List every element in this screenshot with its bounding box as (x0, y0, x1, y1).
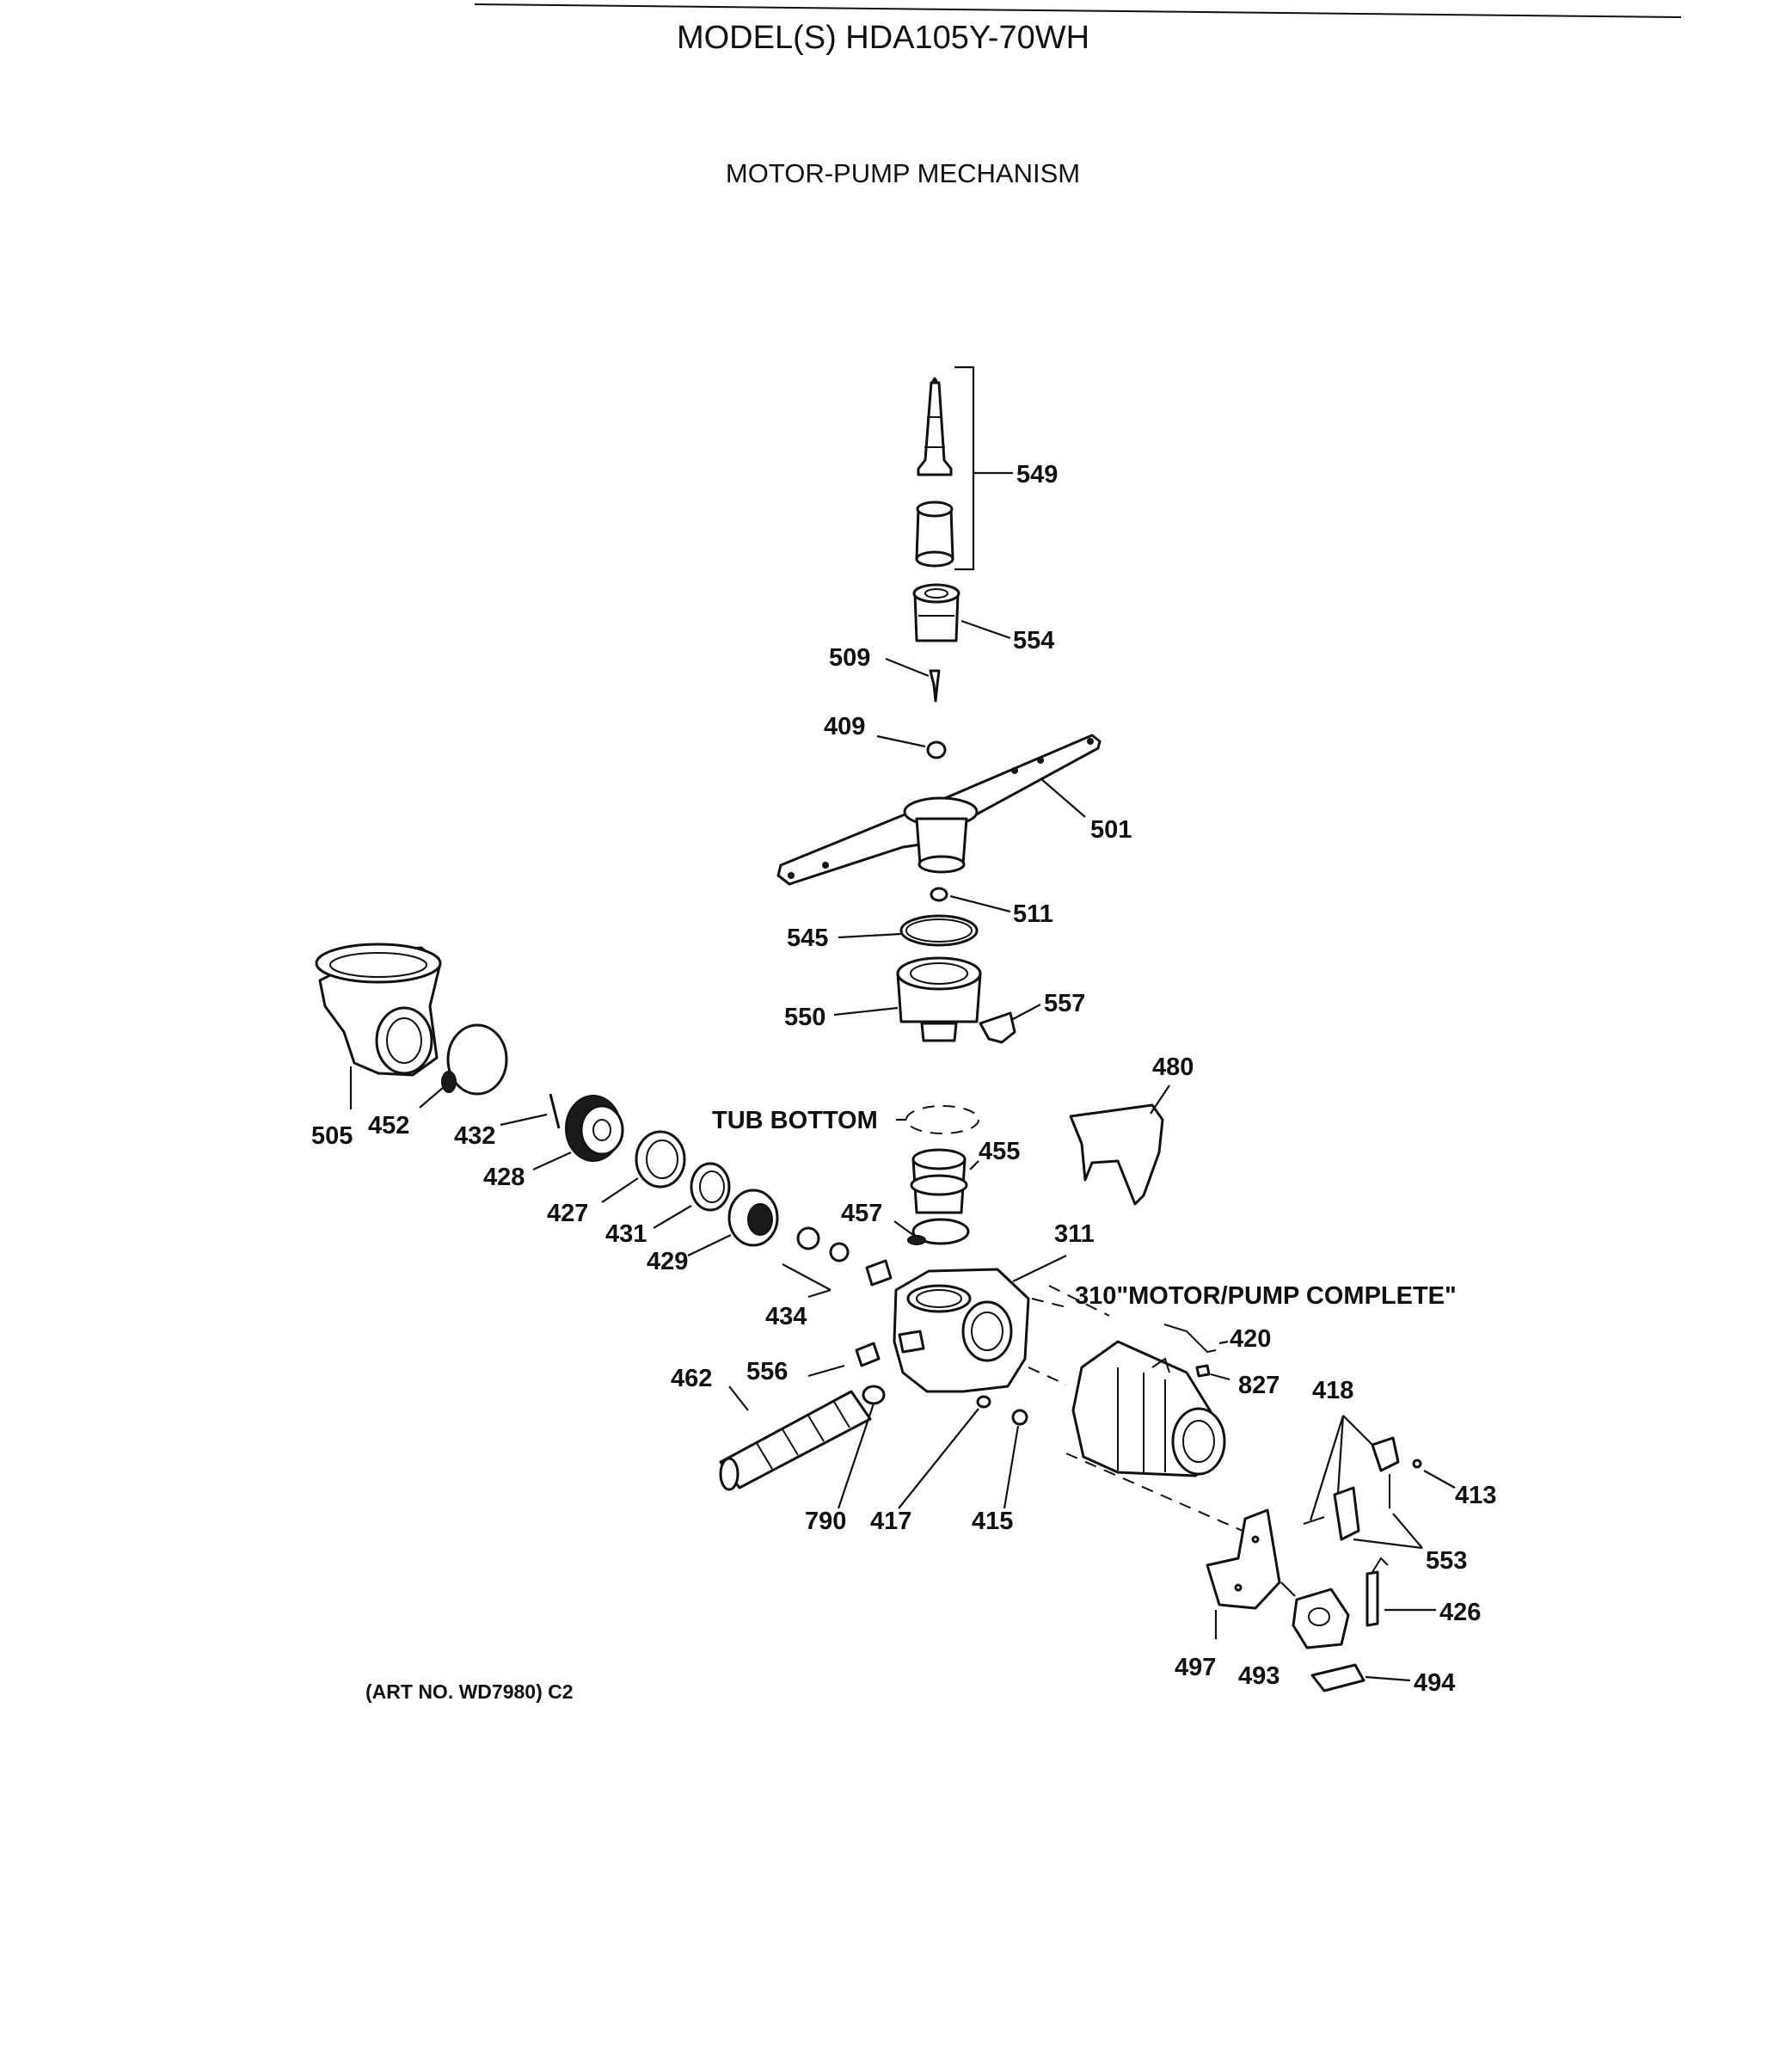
part-493-solenoid (1280, 1582, 1350, 1649)
label-452: 452 (368, 1112, 409, 1140)
part-457-clamp (893, 1218, 970, 1245)
label-427: 427 (547, 1200, 588, 1227)
label-827: 827 (1238, 1372, 1280, 1399)
part-418-lever-set (1303, 1415, 1456, 1550)
label-455: 455 (979, 1138, 1020, 1165)
label-557: 557 (1044, 990, 1085, 1017)
section-title: MOTOR-PUMP MECHANISM (726, 158, 1080, 188)
label-409: 409 (824, 713, 865, 740)
label-505: 505 (311, 1122, 353, 1150)
part-452-clamp (419, 1023, 508, 1109)
part-827-screw (1195, 1364, 1230, 1381)
label-549: 549 (1016, 461, 1058, 488)
label-motor-pump-complete: 310"MOTOR/PUMP COMPLETE" (1075, 1282, 1457, 1310)
part-511 (930, 887, 1011, 913)
label-428: 428 (483, 1164, 525, 1191)
part-494-cover (1310, 1663, 1411, 1692)
header-rule (474, 3, 1682, 18)
part-790-clamp (837, 1385, 886, 1509)
label-790: 790 (805, 1508, 846, 1535)
label-509: 509 (829, 644, 870, 672)
label-418: 418 (1312, 1377, 1353, 1404)
part-556-plug (807, 1342, 881, 1378)
part-480-shield (1069, 1084, 1170, 1206)
label-420: 420 (1230, 1325, 1271, 1353)
part-497-bracket (1206, 1508, 1281, 1639)
label-462: 462 (671, 1365, 712, 1392)
part-557-clip (979, 1004, 1041, 1044)
part-455-seal (910, 1148, 979, 1214)
part-420-wire (1163, 1324, 1229, 1354)
label-494: 494 (1414, 1669, 1455, 1697)
part-311-pump-housing (893, 1255, 1067, 1393)
label-553: 553 (1426, 1547, 1467, 1575)
label-556: 556 (746, 1358, 788, 1385)
part-434-hardware-set (782, 1226, 893, 1299)
label-550: 550 (784, 1004, 825, 1031)
label-417: 417 (870, 1508, 911, 1535)
part-415-nut (1003, 1409, 1028, 1509)
part-310-motor (1071, 1340, 1226, 1477)
part-427-ring (601, 1130, 686, 1203)
label-493: 493 (1238, 1662, 1280, 1690)
assembly-line-a (1031, 1298, 1067, 1308)
label-511: 511 (1013, 900, 1053, 928)
part-417-washer (898, 1395, 991, 1509)
assembly-line-c (1065, 1453, 1243, 1532)
label-554: 554 (1013, 627, 1054, 654)
part-409-bearing (876, 734, 947, 759)
part-429-impeller (687, 1189, 779, 1256)
model-title: MODEL(S) HDA105Y-70WH (677, 20, 1089, 56)
assembly-line-b (1028, 1367, 1067, 1385)
part-549-spray-tube (915, 366, 1013, 571)
label-434: 434 (765, 1303, 807, 1330)
label-426: 426 (1439, 1599, 1481, 1626)
label-415: 415 (972, 1508, 1013, 1535)
part-428-impeller (532, 1095, 624, 1171)
tub-bottom-gasket (896, 1105, 979, 1134)
label-413: 413 (1455, 1482, 1496, 1509)
label-501: 501 (1090, 816, 1132, 844)
part-509-screw (885, 657, 941, 703)
part-545-ring (838, 914, 979, 947)
label-545: 545 (787, 924, 828, 952)
part-501-spray-arm (776, 734, 1102, 886)
label-tub-bottom: TUB BOTTOM (712, 1107, 878, 1134)
label-457: 457 (841, 1200, 882, 1227)
art-number: (ART NO. WD7980) C2 (365, 1680, 574, 1703)
part-431-ring (653, 1162, 731, 1229)
part-432-pin (500, 1093, 561, 1129)
label-311: 311 (1054, 1220, 1095, 1248)
label-429: 429 (647, 1248, 688, 1275)
part-550-collar (833, 956, 982, 1042)
part-554-nut (912, 583, 1011, 642)
part-505-sump-inlet (315, 943, 442, 1109)
assembly-line-d (1048, 1285, 1110, 1317)
part-426-plunger (1365, 1557, 1436, 1627)
label-480: 480 (1152, 1054, 1194, 1081)
label-431: 431 (605, 1220, 647, 1248)
label-497: 497 (1175, 1654, 1216, 1681)
part-462-drain-hose (719, 1385, 872, 1491)
label-432: 432 (454, 1122, 495, 1150)
